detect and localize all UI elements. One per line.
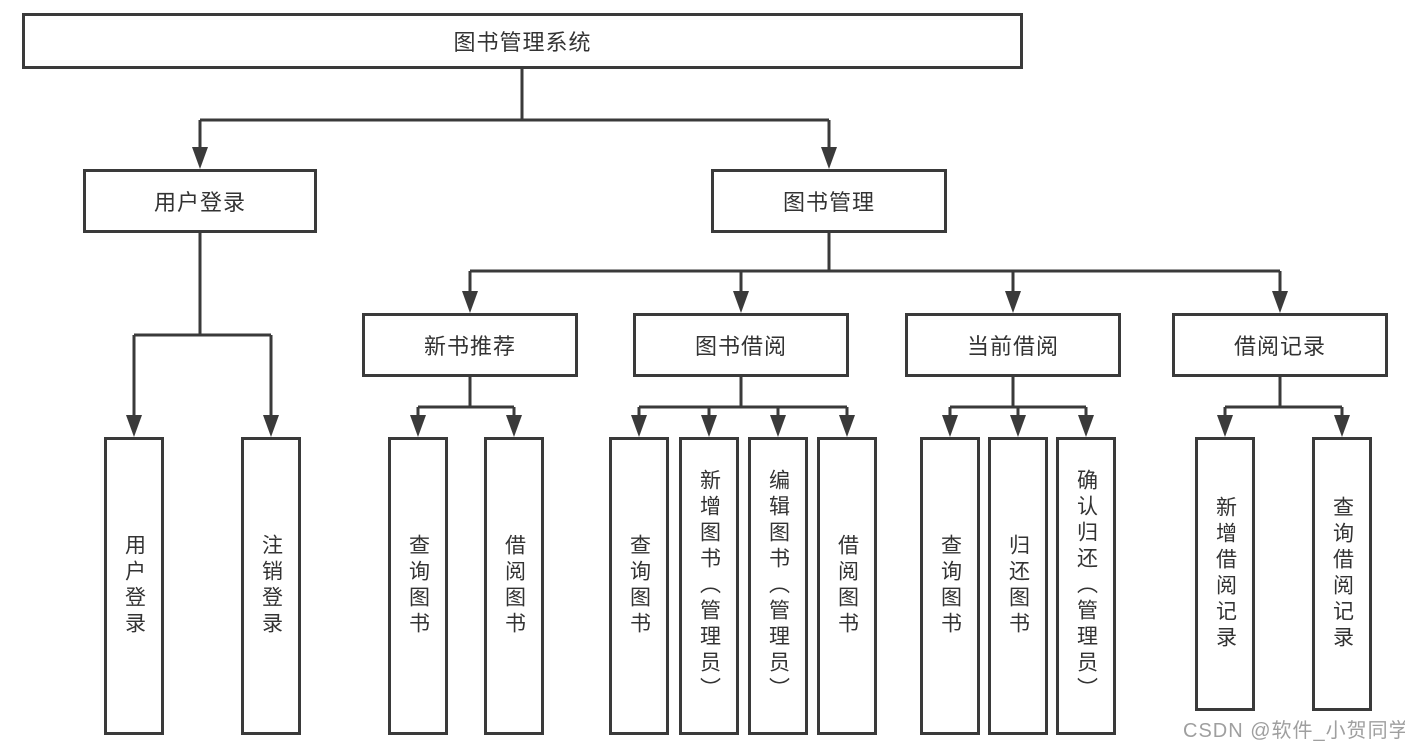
arrow-down-icon — [1217, 415, 1233, 437]
connector-borrowing-records-to-children — [1217, 377, 1350, 437]
node-user-login: 用户登录 — [83, 169, 317, 233]
arrow-down-icon — [701, 415, 717, 437]
arrow-down-icon — [733, 291, 749, 313]
node-label: 借阅图书 — [502, 534, 526, 638]
node-library-system: 图书管理系统 — [22, 13, 1023, 69]
arrow-down-icon — [192, 147, 208, 169]
arrow-down-icon — [1010, 415, 1026, 437]
node-label: 查询借阅记录 — [1330, 496, 1354, 652]
arrow-down-icon — [506, 415, 522, 437]
arrow-down-icon — [770, 415, 786, 437]
node-label: 确认归还（管理员） — [1074, 469, 1098, 703]
leaf-borrow-books-recommend: 借阅图书 — [484, 437, 544, 735]
leaf-query-books-recommend: 查询图书 — [388, 437, 448, 735]
connector-user-login-to-children — [126, 233, 279, 437]
node-label: 用户登录 — [122, 534, 146, 638]
node-book-borrowing: 图书借阅 — [633, 313, 849, 377]
leaf-return-book: 归还图书 — [988, 437, 1048, 735]
node-label: 新书推荐 — [423, 334, 516, 359]
node-borrowing-records: 借阅记录 — [1172, 313, 1388, 377]
connector-book-management-to-children — [462, 233, 1288, 313]
arrow-down-icon — [631, 415, 647, 437]
node-label: 新增借阅记录 — [1213, 496, 1237, 652]
node-label: 查询图书 — [938, 534, 962, 638]
node-label: 查询图书 — [406, 534, 430, 638]
leaf-user-login: 用户登录 — [104, 437, 164, 735]
node-book-management: 图书管理 — [711, 169, 947, 233]
arrow-down-icon — [126, 415, 142, 437]
leaf-logout: 注销登录 — [241, 437, 301, 735]
node-label: 图书管理系统 — [453, 30, 592, 55]
arrow-down-icon — [1334, 415, 1350, 437]
arrow-down-icon — [839, 415, 855, 437]
arrow-down-icon — [942, 415, 958, 437]
arrow-down-icon — [410, 415, 426, 437]
arrow-down-icon — [263, 415, 279, 437]
csdn-watermark: CSDN @软件_小贺同学 — [1183, 720, 1405, 742]
leaf-add-book-admin: 新增图书（管理员） — [679, 437, 739, 735]
leaf-query-books-current: 查询图书 — [920, 437, 980, 735]
node-label: 注销登录 — [259, 534, 283, 638]
connector-current-borrowing-to-children — [942, 377, 1094, 437]
node-label: 归还图书 — [1006, 534, 1030, 638]
node-label: 查询图书 — [627, 534, 651, 638]
arrow-down-icon — [1078, 415, 1094, 437]
connector-root-to-level2 — [192, 69, 837, 169]
arrow-down-icon — [821, 147, 837, 169]
node-new-book-recommendation: 新书推荐 — [362, 313, 578, 377]
node-label: 用户登录 — [153, 190, 246, 215]
arrow-down-icon — [1005, 291, 1021, 313]
arrow-down-icon — [1272, 291, 1288, 313]
leaf-query-borrow-record: 查询借阅记录 — [1312, 437, 1372, 711]
node-label: 借阅记录 — [1233, 334, 1326, 359]
connector-new-book-to-children — [410, 377, 522, 437]
node-label: 图书借阅 — [694, 334, 787, 359]
node-label: 编辑图书（管理员） — [766, 469, 790, 703]
leaf-add-borrow-record: 新增借阅记录 — [1195, 437, 1255, 711]
leaf-edit-book-admin: 编辑图书（管理员） — [748, 437, 808, 735]
leaf-query-books-borrowing: 查询图书 — [609, 437, 669, 735]
node-label: 借阅图书 — [835, 534, 859, 638]
node-label: 当前借阅 — [966, 334, 1059, 359]
node-label: 新增图书（管理员） — [697, 469, 721, 703]
arrow-down-icon — [462, 291, 478, 313]
leaf-confirm-return-admin: 确认归还（管理员） — [1056, 437, 1116, 735]
node-label: 图书管理 — [782, 190, 875, 215]
node-current-borrowing: 当前借阅 — [905, 313, 1121, 377]
connector-book-borrowing-to-children — [631, 377, 855, 437]
leaf-borrow-books-borrowing: 借阅图书 — [817, 437, 877, 735]
